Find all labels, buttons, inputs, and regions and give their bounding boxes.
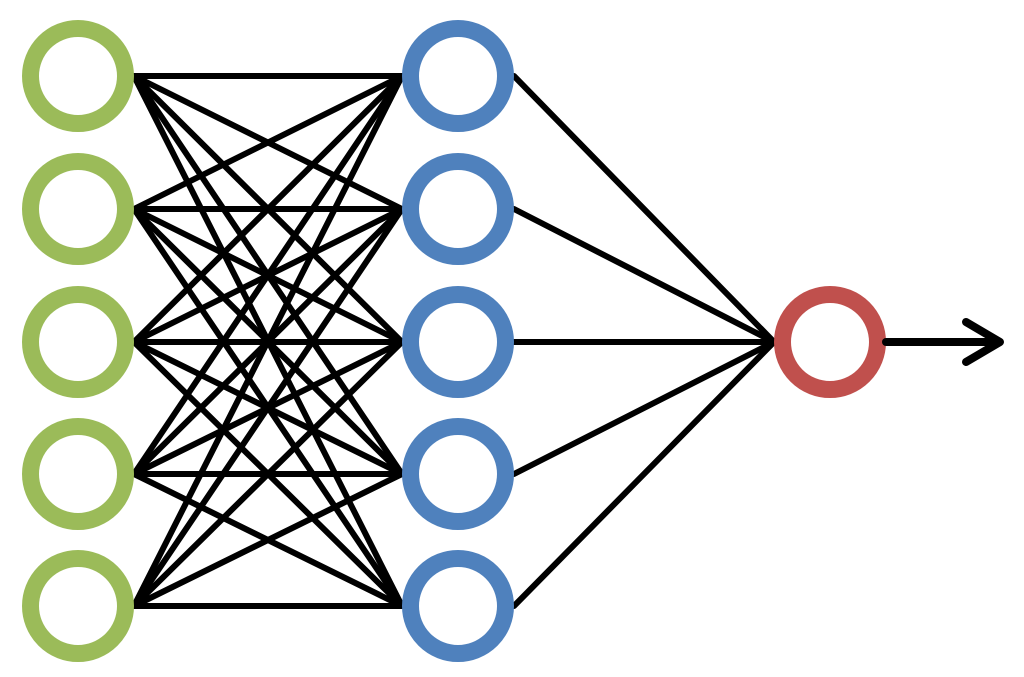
input-node-5 bbox=[22, 550, 134, 662]
edge-hidden-5-output bbox=[511, 339, 777, 609]
output-node-1 bbox=[774, 286, 886, 398]
edge-input-5-hidden-1 bbox=[131, 73, 405, 609]
input-node-4 bbox=[22, 418, 134, 530]
hidden-node-5 bbox=[402, 550, 514, 662]
output-arrow bbox=[882, 318, 1004, 366]
edge-input-4-hidden-1 bbox=[131, 73, 405, 477]
edge-input-5-hidden-4 bbox=[131, 471, 405, 609]
hidden-node-4 bbox=[402, 418, 514, 530]
arrowhead-icon bbox=[962, 318, 1004, 366]
edge-input-5-hidden-3 bbox=[131, 339, 405, 609]
edge-hidden-4-output bbox=[511, 339, 777, 477]
edge-input-5-hidden-2 bbox=[131, 206, 405, 609]
edge-input-2-hidden-1 bbox=[131, 73, 405, 212]
edge-hidden-2-output bbox=[511, 206, 777, 345]
input-node-3 bbox=[22, 286, 134, 398]
edge-hidden-1-output bbox=[511, 73, 777, 345]
hidden-node-1 bbox=[402, 20, 514, 132]
input-node-1 bbox=[22, 20, 134, 132]
edge-input-3-hidden-1 bbox=[131, 73, 405, 345]
hidden-node-3 bbox=[402, 286, 514, 398]
network-nodes bbox=[22, 20, 886, 662]
hidden-node-2 bbox=[402, 153, 514, 265]
input-node-2 bbox=[22, 153, 134, 265]
connection-lines bbox=[131, 73, 777, 609]
